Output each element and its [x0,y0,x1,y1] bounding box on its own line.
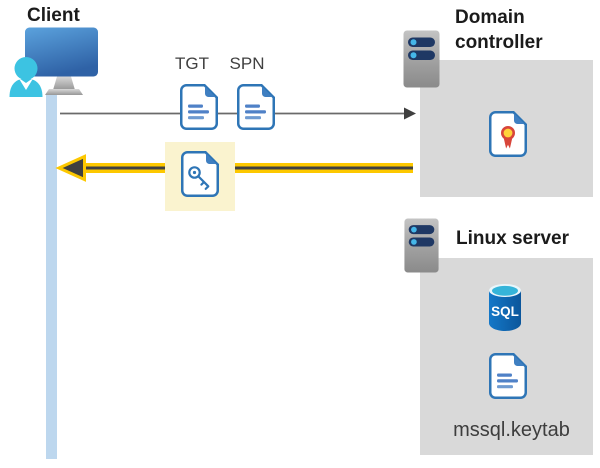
key-document-icon [181,151,219,197]
keytab-label: mssql.keytab [453,419,570,441]
tgt-document-icon [180,84,218,130]
sql-database-icon: SQL [489,284,521,331]
linux-server-label: Linux server [456,228,569,249]
client-label: Client [27,5,80,26]
linux-server-icon [403,218,440,273]
client-timeline-bar [46,93,57,459]
domain-controller-label: Domain controller [455,7,543,53]
spn-label: SPN [229,54,265,73]
client-workstation-icon [9,27,98,97]
keytab-document-icon [489,353,527,399]
certificate-document-icon [489,111,527,157]
domain-controller-server-icon [403,30,440,88]
response-arrow [55,154,413,182]
request-arrow [60,107,416,120]
spn-document-icon [237,84,275,130]
tgt-label: TGT [175,54,209,73]
sql-badge-text: SQL [491,304,519,319]
